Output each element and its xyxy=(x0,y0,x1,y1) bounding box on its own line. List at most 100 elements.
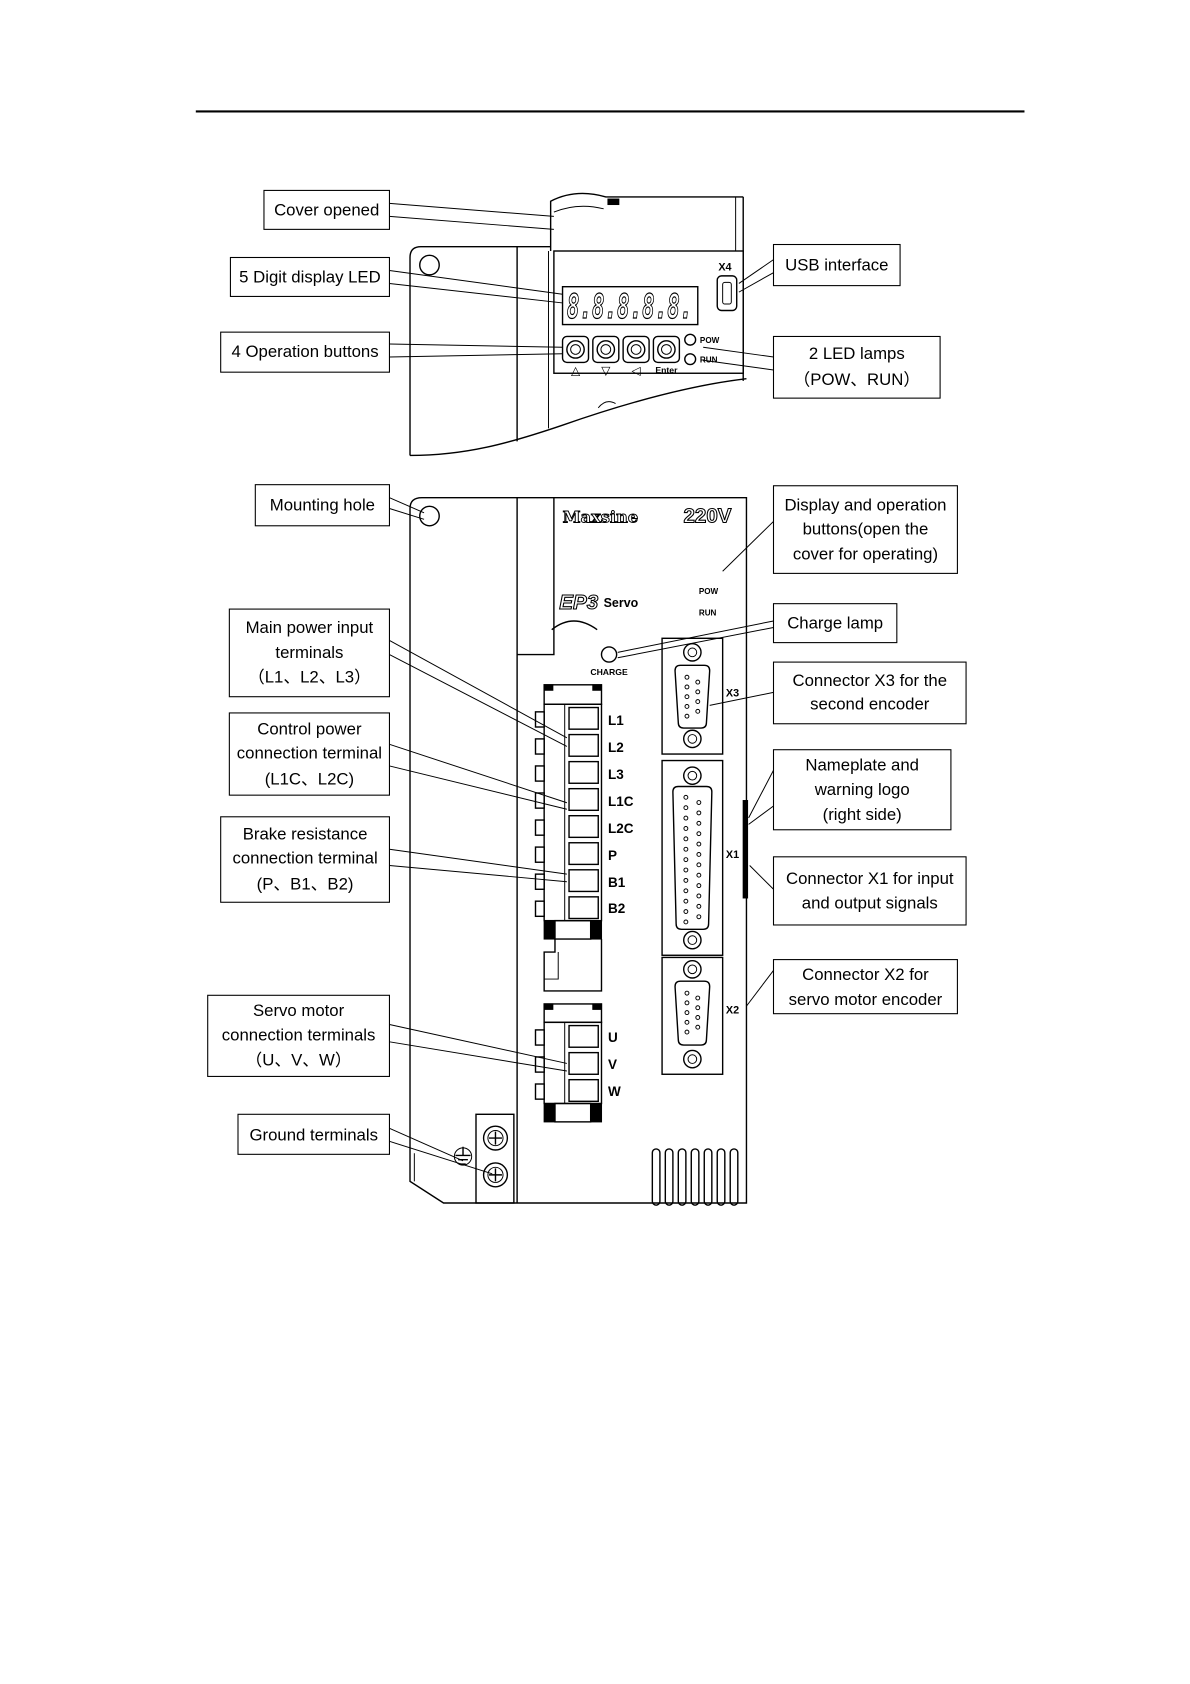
run-label: RUN xyxy=(699,609,717,618)
connector-pin xyxy=(684,1019,690,1025)
callout-connector-x2: Connector X2 for servo motor encoder xyxy=(772,959,958,1015)
run-led-icon xyxy=(684,353,697,366)
terminal-p-label: P xyxy=(608,848,617,863)
button-up[interactable] xyxy=(561,335,590,364)
callout-text: Connector X3 for the xyxy=(793,671,948,690)
connector-pin xyxy=(683,898,689,904)
drive-top-view: 8.8.8.8.8. X4 △ ▽ ◁ xyxy=(409,192,747,457)
button-enter[interactable] xyxy=(652,335,681,364)
callout-text: Display and operation xyxy=(784,496,946,515)
connector-pin xyxy=(683,877,689,883)
callout-text: Ground terminals xyxy=(249,1125,377,1144)
charge-lamp-icon xyxy=(600,646,618,663)
x1-pins xyxy=(683,794,702,925)
connector-pin xyxy=(696,841,702,847)
button-down[interactable] xyxy=(592,335,620,364)
callout-text: and output signals xyxy=(802,894,938,913)
connector-pin xyxy=(696,914,702,920)
callout-text: connection terminals xyxy=(222,1026,376,1045)
connector-pin xyxy=(684,713,690,719)
callout-text: connection terminal xyxy=(237,743,382,762)
main-terminal-block xyxy=(534,684,603,992)
callout-text: buttons(open the xyxy=(803,519,929,538)
callout-text: Servo motor xyxy=(253,1001,345,1020)
connector-pin xyxy=(695,1024,701,1030)
terminal-slots xyxy=(534,706,599,920)
connector-pin xyxy=(695,689,701,695)
callout-brake-resistance: Brake resistance connection terminal (P、… xyxy=(220,816,390,903)
nameplate-edge xyxy=(742,800,749,899)
callout-text: （U、V、W） xyxy=(246,1051,352,1070)
connector-pin xyxy=(696,800,702,805)
connector-pin xyxy=(683,815,689,821)
callout-main-power: Main power input terminals （L1、L2、L3） xyxy=(228,608,390,698)
callout-charge-lamp: Charge lamp xyxy=(772,603,898,644)
terminal-l3-label: L3 xyxy=(608,767,624,782)
connector-x3-label: X3 xyxy=(726,688,739,700)
drive-front-view: Maxsine 220V EP3 Servo POW RUN CHARGE xyxy=(409,496,749,1206)
ground-terminal-block xyxy=(453,1113,515,1204)
terminal-l1c-label: L1C xyxy=(608,794,634,809)
callout-connector-x3: Connector X3 for the second encoder xyxy=(772,661,967,725)
model-label: EP3 xyxy=(559,591,598,614)
connector-pin xyxy=(695,699,701,705)
up-arrow-icon: △ xyxy=(571,363,581,377)
terminal-u-label: U xyxy=(608,1030,618,1045)
callout-text: Nameplate and xyxy=(805,755,919,774)
connector-pin xyxy=(684,1010,690,1016)
callout-text: terminals xyxy=(275,643,343,662)
callout-usb-interface: USB interface xyxy=(772,243,901,287)
connector-pin xyxy=(684,684,690,690)
terminal-l2c-label: L2C xyxy=(608,821,634,836)
callout-text: servo motor encoder xyxy=(789,990,943,1009)
terminal-v-label: V xyxy=(608,1057,617,1072)
connector-pin xyxy=(696,883,702,889)
callout-text: Charge lamp xyxy=(787,614,883,633)
display-panel xyxy=(553,250,744,374)
connector-pin xyxy=(696,862,702,868)
connector-pin xyxy=(684,1000,690,1006)
ground-screw-icon xyxy=(482,1162,509,1188)
callout-text: Mounting hole xyxy=(270,496,375,515)
connector-pin xyxy=(695,708,701,714)
cover-flap xyxy=(549,192,744,252)
connector-pin xyxy=(696,872,702,878)
terminal-b1-label: B1 xyxy=(608,875,626,890)
callout-text: 4 Operation buttons xyxy=(232,342,379,361)
terminal-b2-label: B2 xyxy=(608,901,625,916)
connector-pin xyxy=(683,846,689,852)
connector-pin xyxy=(696,903,702,909)
pow-led-label: POW xyxy=(700,336,720,345)
callout-connector-x1: Connector X1 for input and output signal… xyxy=(772,856,967,926)
callout-display-operation: Display and operation buttons(open the c… xyxy=(772,485,958,574)
connector-pin xyxy=(696,893,702,899)
callout-text: Connector X2 for xyxy=(802,965,929,984)
connector-x3 xyxy=(661,637,724,755)
brand-logo: Maxsine xyxy=(563,508,639,527)
mounting-hole-icon xyxy=(419,254,440,276)
charge-label: CHARGE xyxy=(590,667,628,677)
callout-digit-display: 5 Digit display LED xyxy=(229,256,390,297)
connector-pin xyxy=(683,867,689,873)
callout-control-power: Control power connection terminal (L1C、L… xyxy=(228,712,390,796)
connector-x2 xyxy=(661,956,724,1075)
led-display xyxy=(561,285,699,326)
connector-pin xyxy=(696,831,702,837)
connector-pin xyxy=(695,1005,701,1011)
usb-port-label: X4 xyxy=(718,261,731,273)
callout-text: 5 Digit display LED xyxy=(239,267,381,286)
led-digits: 8.8.8.8.8. xyxy=(567,287,692,326)
callout-led-lamps: 2 LED lamps （POW、RUN） xyxy=(772,335,941,399)
left-arrow-icon: ◁ xyxy=(631,363,641,377)
connector-pin xyxy=(683,794,689,800)
terminal-l1-label: L1 xyxy=(608,713,624,728)
wave-break-line xyxy=(410,377,747,457)
voltage-label: 220V xyxy=(684,505,732,528)
button-left[interactable] xyxy=(622,335,650,364)
callout-text: Control power xyxy=(257,720,362,739)
mounting-hole-icon xyxy=(419,505,440,527)
callout-text: Brake resistance xyxy=(243,825,368,844)
model-suffix: Servo xyxy=(604,596,639,610)
callout-text: connection terminal xyxy=(232,848,377,867)
